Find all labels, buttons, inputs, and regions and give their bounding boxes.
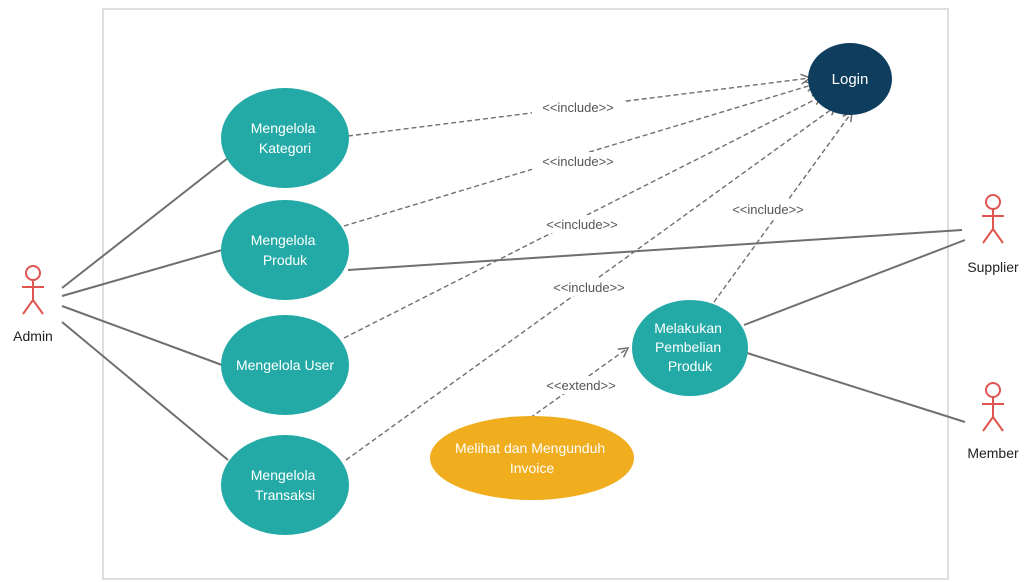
assoc-admin-transaksi [61,321,229,461]
include-label-transaksi: <<include>> [553,280,625,295]
actor-admin-label: Admin [13,328,53,344]
actor-admin-figure [22,265,44,315]
include-label-pembelian: <<include>> [732,202,804,217]
usecase-transaksi-label: Mengelola Transaksi [251,467,320,503]
usecase-login-label: Login [832,71,869,88]
actor-supplier-label: Supplier [967,259,1019,275]
dependency-labels: <<include>> <<include>> <<include>> <<in… [532,98,814,394]
actor-supplier-figure [982,194,1004,244]
usecase-user-shape [221,315,349,415]
usecase-login-shape [808,43,892,115]
usecase-produk-shape [221,200,349,300]
assoc-member-pembelian [743,351,966,423]
usecase-invoice-label: Melihat dan Mengunduh Invoice [455,440,609,476]
actor-member-figure [982,382,1004,432]
assoc-admin-produk [61,249,223,297]
include-label-produk: <<include>> [542,154,614,169]
associations [61,157,966,461]
usecase-pembelian-label: Melakukan Pembelian Produk [654,320,726,374]
actor-supplier[interactable]: Supplier [967,194,1019,275]
usecase-produk-label: Mengelola Produk [251,232,320,268]
actor-member[interactable]: Member [967,382,1019,461]
extend-label-invoice: <<extend>> [546,378,615,393]
include-transaksi-arrow [345,105,838,461]
usecase-invoice-shape [430,416,634,500]
usecase-kategori-label: Mengelola Kategori [251,120,320,156]
usecase-mengelola-kategori[interactable]: Mengelola Kategori [221,88,349,188]
usecase-mengelola-produk[interactable]: Mengelola Produk [221,200,349,300]
assoc-supplier-pembelian [743,239,966,326]
usecase-transaksi-shape [221,435,349,535]
actor-admin[interactable]: Admin [13,265,53,344]
usecase-kategori-shape [221,88,349,188]
assoc-supplier-produk [347,229,963,271]
assoc-admin-user [61,305,223,366]
assoc-admin-kategori [61,157,229,289]
include-pembelian-arrow [713,110,853,303]
usecase-mengelola-user[interactable]: Mengelola User [221,315,349,415]
usecase-mengelola-transaksi[interactable]: Mengelola Transaksi [221,435,349,535]
usecase-melakukan-pembelian-produk[interactable]: Melakukan Pembelian Produk [632,300,748,396]
usecase-melihat-mengunduh-invoice[interactable]: Melihat dan Mengunduh Invoice [430,416,634,500]
actor-member-label: Member [967,445,1019,461]
include-produk-arrow [343,81,817,227]
include-label-user: <<include>> [546,217,618,232]
usecase-user-label: Mengelola User [236,357,334,373]
usecase-pembelian-shape [632,300,748,396]
include-label-kategori: <<include>> [542,100,614,115]
usecase-login[interactable]: Login [808,43,892,115]
